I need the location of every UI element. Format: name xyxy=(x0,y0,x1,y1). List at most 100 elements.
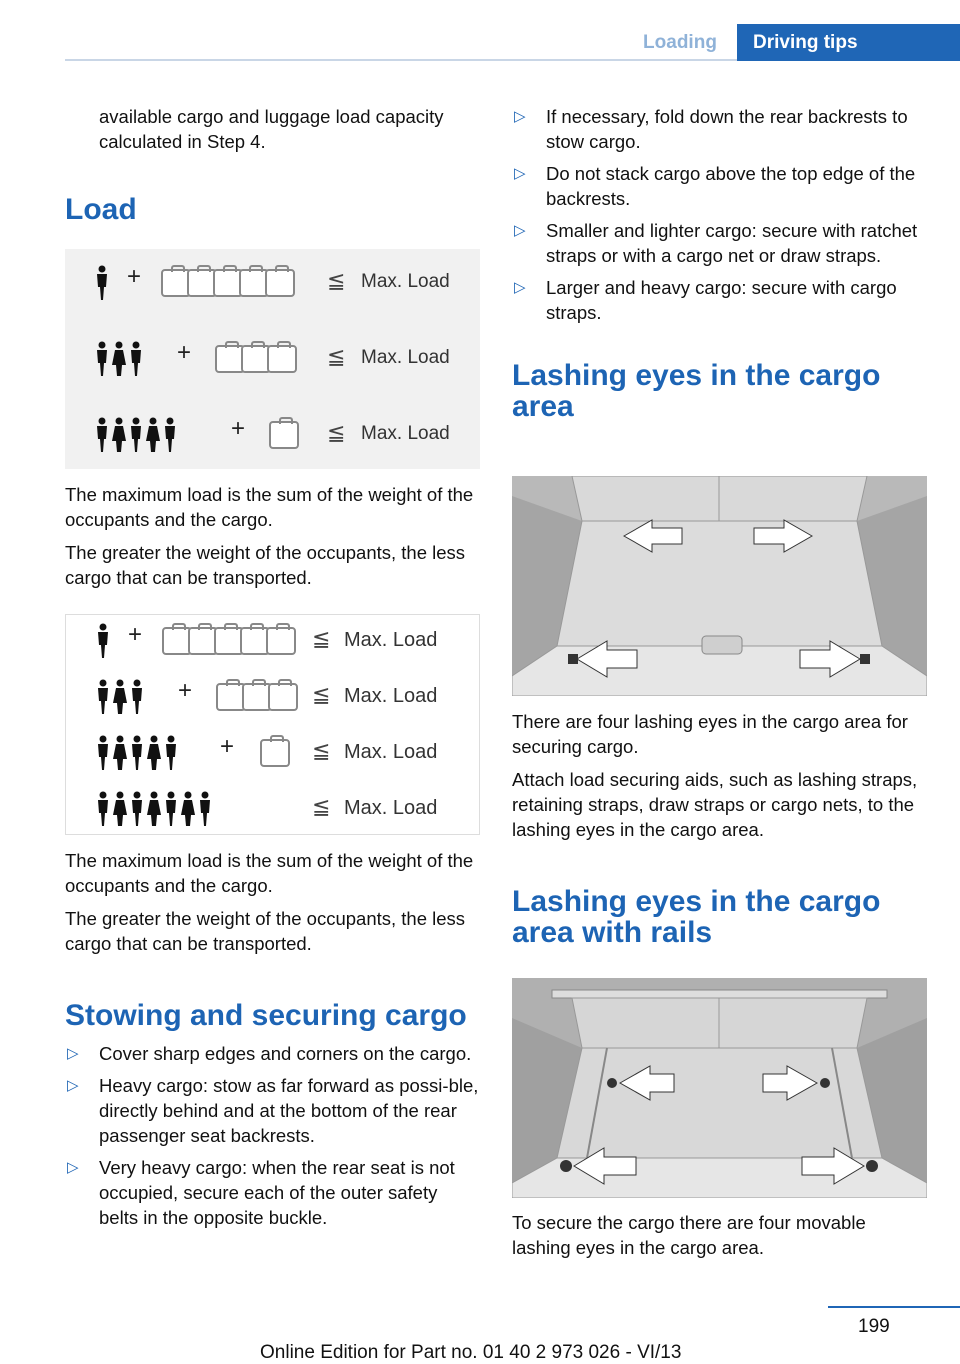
paragraph: The maximum load is the sum of the weigh… xyxy=(65,484,474,530)
figure-row: + ≦ Max. Load xyxy=(65,339,480,379)
figure-row: + ≦ Max. Load xyxy=(66,677,479,717)
luggage-icon xyxy=(269,417,299,449)
cargo-area-rails-illustration xyxy=(512,978,927,1198)
person-icon xyxy=(98,623,108,658)
footer-edition: Online Edition for Part no. 01 40 2 973 … xyxy=(260,1342,682,1363)
person-icon xyxy=(98,791,108,826)
list-item: ▷Smaller and lighter cargo: secure with … xyxy=(514,220,918,266)
person-icon xyxy=(113,679,127,714)
luggage-icon xyxy=(161,265,191,297)
plus-icon: + xyxy=(128,621,143,648)
triangle-right-icon: ▷ xyxy=(67,1077,79,1094)
person-icon xyxy=(181,791,195,826)
left-column: available cargo and luggage load capacit… xyxy=(65,104,480,225)
left-column-lower: The maximum load is the sum of the weigh… xyxy=(65,848,480,1237)
luggage-icon xyxy=(265,265,295,297)
plus-icon: + xyxy=(178,677,193,704)
tab-loading[interactable]: Loading xyxy=(643,32,717,53)
luggage-icon xyxy=(267,341,297,373)
header-rule xyxy=(65,59,960,61)
stow-heading: Stowing and securing cargo xyxy=(65,999,467,1032)
list-item: ▷If necessary, fold down the rear backre… xyxy=(514,106,908,152)
person-icon xyxy=(132,791,142,826)
triangle-right-icon: ▷ xyxy=(514,165,526,182)
luggage-icon xyxy=(266,623,296,655)
max-load-label: Max. Load xyxy=(361,271,450,292)
cargo-bullets: ▷If necessary, fold down the rear backre… xyxy=(512,104,927,325)
triangle-right-icon: ▷ xyxy=(514,279,526,296)
person-icon xyxy=(166,791,176,826)
person-icon xyxy=(200,791,210,826)
plus-icon: + xyxy=(127,263,142,290)
max-load-label: Max. Load xyxy=(361,347,450,368)
right-column: ▷If necessary, fold down the rear backre… xyxy=(512,104,927,422)
left-column-body: The maximum load is the sum of the weigh… xyxy=(65,482,480,598)
max-load-label: Max. Load xyxy=(344,797,438,819)
person-icon xyxy=(131,341,141,376)
plus-icon: + xyxy=(177,339,192,366)
leq-icon: ≦ xyxy=(327,420,346,445)
paragraph: There are four lashing eyes in the cargo… xyxy=(512,711,908,757)
right-column-lower: To secure the cargo there are four movab… xyxy=(512,1210,927,1268)
person-icon xyxy=(113,791,127,826)
paragraph: Attach load securing aids, such as lashi… xyxy=(512,769,918,840)
person-icon xyxy=(132,735,142,770)
leq-icon: ≦ xyxy=(312,682,331,707)
list-item: ▷Very heavy cargo: when the rear seat is… xyxy=(67,1157,455,1228)
max-load-label: Max. Load xyxy=(361,423,450,444)
person-icon xyxy=(112,341,126,376)
person-icon xyxy=(97,341,107,376)
person-icon xyxy=(98,735,108,770)
person-icon xyxy=(98,679,108,714)
person-icon xyxy=(147,735,161,770)
list-item: ▷Do not stack cargo above the top edge o… xyxy=(514,163,916,209)
luggage-icon xyxy=(239,265,269,297)
cargo-area-rails-photo xyxy=(512,978,927,1198)
person-icon xyxy=(146,417,160,452)
paragraph: The maximum load is the sum of the weigh… xyxy=(65,850,474,896)
max-load-label: Max. Load xyxy=(344,629,438,651)
max-load-label: Max. Load xyxy=(344,741,438,763)
cargo-area-illustration xyxy=(512,476,927,696)
load-heading: Load xyxy=(65,193,137,226)
page-number: 199 xyxy=(858,1316,890,1337)
right-column-middle: There are four lashing eyes in the cargo… xyxy=(512,709,927,948)
cargo-area-photo xyxy=(512,476,927,696)
person-icon xyxy=(132,679,142,714)
load-figure-1: + ≦ Max. Load + ≦ Max. Load + ≦ Max. Loa… xyxy=(65,249,480,469)
person-icon xyxy=(112,417,126,452)
tab-driving-tips[interactable]: Driving tips xyxy=(737,24,960,61)
max-load-label: Max. Load xyxy=(344,685,438,707)
person-icon xyxy=(166,735,176,770)
list-item: ▷Cover sharp edges and corners on the ca… xyxy=(67,1043,472,1064)
person-icon xyxy=(97,265,107,300)
person-icon xyxy=(113,735,127,770)
luggage-icon xyxy=(260,735,290,767)
leq-icon: ≦ xyxy=(312,794,331,819)
leq-icon: ≦ xyxy=(327,268,346,293)
load-figure-2: + ≦ Max. Load + ≦ Max. Load + ≦ Max. Loa… xyxy=(65,614,480,835)
paragraph: The greater the weight of the occupants,… xyxy=(65,908,466,954)
lashing-heading: Lashing eyes in the cargo area xyxy=(512,359,881,423)
figure-row: ≦ Max. Load xyxy=(66,789,479,829)
paragraph: To secure the cargo there are four movab… xyxy=(512,1212,866,1258)
person-icon xyxy=(97,417,107,452)
luggage-icon xyxy=(213,265,243,297)
luggage-icon xyxy=(216,679,246,711)
intro-text: available cargo and luggage load capacit… xyxy=(99,106,444,152)
triangle-right-icon: ▷ xyxy=(67,1159,79,1176)
paragraph: The greater the weight of the occupants,… xyxy=(65,542,466,588)
triangle-right-icon: ▷ xyxy=(514,222,526,239)
figure-row: + ≦ Max. Load xyxy=(66,621,479,661)
leq-icon: ≦ xyxy=(312,738,331,763)
person-icon xyxy=(131,417,141,452)
rails-heading: Lashing eyes in the cargo area with rail… xyxy=(512,885,881,949)
triangle-right-icon: ▷ xyxy=(67,1045,79,1062)
luggage-icon xyxy=(268,679,298,711)
leq-icon: ≦ xyxy=(327,344,346,369)
footer-rule xyxy=(828,1306,960,1308)
figure-row: + ≦ Max. Load xyxy=(66,733,479,773)
figure-row: + ≦ Max. Load xyxy=(65,415,480,455)
plus-icon: + xyxy=(231,415,246,442)
plus-icon: + xyxy=(220,733,235,760)
